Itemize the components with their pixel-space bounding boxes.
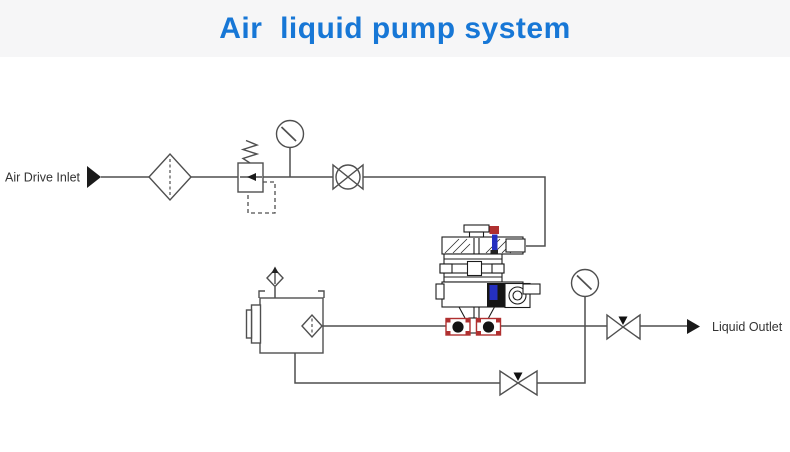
mid-fitting-blue: [489, 285, 498, 300]
regulator-pilot-line: [247, 181, 276, 214]
tank-level-gauge-outer: [250, 304, 262, 344]
air-filter-icon: [148, 152, 192, 202]
gauge-needle: [576, 274, 593, 291]
air-pressure-gauge-icon: [275, 119, 305, 149]
check-valve-corner: [477, 331, 481, 335]
top-fitting-blue-stem: [492, 234, 498, 252]
air-drive-inlet-arrow-icon: [87, 166, 101, 188]
valve-right-wedge: [516, 369, 538, 397]
top-fitting-red-cap: [489, 226, 499, 234]
check-valve-corner: [465, 331, 470, 335]
valve-stem-marker: [618, 316, 628, 325]
pump-air-inlet-port: [505, 238, 526, 253]
check-valve-corner: [446, 331, 451, 335]
tank-lid-right-bracket: [318, 290, 325, 298]
check-valve-corner: [465, 319, 470, 323]
valve-to-pump-air-pipe: [363, 176, 546, 247]
top-fitting-base: [490, 250, 498, 254]
outlet-needle-valve-icon: [606, 313, 641, 341]
valve-left-wedge: [606, 313, 625, 341]
valve-right-wedge: [346, 163, 364, 191]
tank-level-gauge-inner: [245, 309, 253, 339]
check-valve-corner: [477, 319, 481, 323]
pump-inlet-check-valve-icon: [445, 317, 471, 336]
pump-right-extension: [522, 283, 541, 295]
pump-left-step: [435, 283, 445, 300]
liquid-outlet-arrow-icon: [687, 319, 700, 334]
piston-right-seal: [491, 263, 505, 274]
pump-outlet-check-valve-icon: [475, 317, 502, 336]
title-bar: Air liquid pump system: [0, 0, 790, 57]
pipe-lines: [101, 148, 687, 384]
breather-arrow-head: [271, 266, 279, 273]
air-drive-inlet-label: Air Drive Inlet: [5, 171, 81, 185]
gauge-needle: [280, 126, 297, 142]
suction-filter-icon: [301, 313, 323, 339]
page-title: Air liquid pump system: [219, 11, 571, 45]
pump-side-port-inner: [512, 290, 523, 301]
pressure-regulator-icon: [237, 139, 276, 214]
valve-left-wedge: [499, 369, 520, 397]
regulator-spring-icon: [240, 139, 260, 164]
liquid-pressure-gauge-icon: [570, 268, 600, 298]
valve-stem-marker: [513, 372, 523, 381]
check-valve-corner: [446, 319, 451, 323]
pump-cylinder-neck: [468, 231, 485, 238]
valve-right-wedge: [621, 313, 641, 341]
check-valve-poppet: [452, 321, 464, 333]
pump-assembly: [435, 224, 541, 336]
pump-side-port-outer: [508, 286, 527, 305]
check-valve-corner: [496, 319, 500, 323]
valve-ball: [335, 164, 361, 190]
pump-top-cap: [463, 224, 490, 233]
air-shutoff-valve-icon: [332, 163, 364, 191]
stem-right-taper: [488, 306, 495, 319]
regulator-arrow: [247, 173, 256, 181]
reservoir-tank: [245, 266, 325, 354]
check-valve-poppet: [482, 321, 495, 333]
tank-lid-left-bracket: [258, 290, 265, 298]
valve-left-wedge: [332, 163, 350, 191]
recirculation-needle-valve-icon: [499, 369, 538, 397]
gauge-dial: [275, 119, 305, 149]
tank-breather-icon: [266, 266, 284, 288]
liquid-gauge-stem-and-return: [537, 296, 586, 384]
liquid-outlet-label: Liquid Outlet: [712, 320, 783, 334]
stem-left-taper: [458, 306, 466, 319]
piston-hub: [466, 260, 483, 277]
check-valve-corner: [496, 331, 500, 335]
piston-left-seal: [439, 263, 453, 274]
tank-bottom-line: [294, 353, 500, 384]
